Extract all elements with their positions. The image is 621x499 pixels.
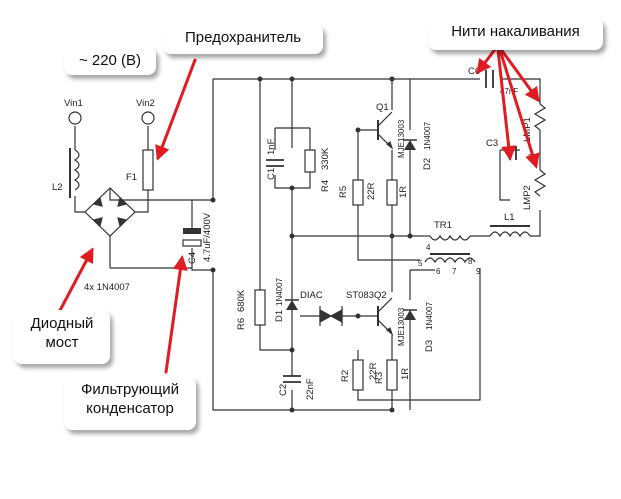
c4-value: 4.7uF/400V bbox=[202, 212, 213, 262]
pin7-label: 7 bbox=[452, 267, 457, 276]
diac: DIAC ST083 bbox=[300, 290, 374, 326]
d2-label: D2 bbox=[422, 158, 433, 170]
capacitor-c4: C4 4.7uF/400V bbox=[182, 212, 213, 264]
vin2-terminal: Vin2 bbox=[136, 98, 155, 125]
c2-value: 22nF bbox=[305, 378, 316, 400]
fuse-text: Предохранитель bbox=[184, 29, 302, 46]
pin4-label: 4 bbox=[426, 243, 431, 252]
pin9-label: 9 bbox=[476, 267, 481, 276]
diode-d1: D1 1N4007 bbox=[274, 277, 299, 322]
filter-text-line2: конденсатор bbox=[86, 400, 174, 417]
filaments-callout: Нити накаливания bbox=[428, 18, 603, 50]
lmp1-label: LMP1 bbox=[522, 117, 533, 142]
junction-dots bbox=[210, 76, 413, 413]
inductor-l2: L2 bbox=[52, 148, 80, 198]
bridge-callout: Диодный мост bbox=[14, 310, 110, 364]
filter-callout: Фильтрующий конденсатор bbox=[64, 376, 196, 430]
c6-value: 47nF bbox=[500, 87, 518, 96]
pin6-label: 6 bbox=[436, 267, 441, 276]
tr1-label: TR1 bbox=[434, 220, 452, 231]
lamp-filament-lmp1: LMP1 bbox=[522, 103, 547, 142]
diode-bridge: 4x 1N4007 bbox=[84, 187, 136, 293]
wires bbox=[74, 78, 541, 411]
voltage-callout: ~ 220 (В) bbox=[64, 47, 156, 75]
diode-d3: D3 1N4007 bbox=[403, 301, 435, 352]
diode-d2: D2 1N4007 bbox=[403, 121, 433, 170]
pin8-label: 8 bbox=[468, 257, 473, 266]
transformer-tr1: TR1 4 5 6 7 8 9 bbox=[418, 220, 481, 276]
arrow-filament-lmp1 bbox=[498, 46, 540, 103]
resistor-r3: R3 1R bbox=[374, 359, 411, 391]
st083-label: ST083 bbox=[346, 290, 374, 301]
c6-label: C6 bbox=[468, 66, 480, 77]
q1-label: Q1 bbox=[376, 102, 389, 113]
r2-value: 22R bbox=[368, 362, 379, 380]
lamp-filament-lmp2: LMP2 bbox=[522, 169, 547, 210]
pin5-label: 5 bbox=[418, 259, 423, 268]
vin2-label: Vin2 bbox=[136, 98, 155, 109]
annotation-arrows bbox=[54, 46, 540, 374]
r2-label: R2 bbox=[340, 370, 351, 382]
c1-value: 1nF bbox=[266, 138, 277, 155]
arrow-filament-lmp2 bbox=[498, 48, 540, 169]
d1-value: 1N4007 bbox=[275, 277, 284, 306]
filaments-text: Нити накаливания bbox=[451, 23, 580, 40]
r6-label: R6 bbox=[236, 318, 247, 330]
r3-label: R3 bbox=[374, 372, 385, 384]
resistor-r1: 1R bbox=[386, 179, 409, 206]
c2-label: C2 bbox=[278, 384, 289, 396]
r3-value: 1R bbox=[400, 368, 411, 380]
vin1-label: Vin1 bbox=[64, 98, 83, 109]
resistor-r5: R5 22R bbox=[338, 179, 377, 206]
voltage-text: ~ 220 (В) bbox=[78, 52, 142, 69]
lmp2-label: LMP2 bbox=[522, 185, 533, 210]
r4-value: 330K bbox=[320, 147, 331, 170]
fuse-callout: Предохранитель bbox=[163, 24, 323, 54]
filter-text-line1: Фильтрующий bbox=[80, 381, 180, 398]
capacitor-c2: C2 22nF bbox=[278, 375, 316, 400]
diac-label: DIAC bbox=[300, 290, 323, 301]
c4-label: C4 bbox=[187, 252, 198, 264]
arrow-bridge bbox=[54, 247, 94, 320]
bridge-text-line1: Диодный bbox=[30, 315, 94, 332]
d3-value: 1N4007 bbox=[425, 301, 434, 330]
r5-value: 22R bbox=[366, 182, 377, 200]
q2-value: MJE13003 bbox=[397, 307, 406, 346]
d3-label: D3 bbox=[424, 340, 435, 352]
resistor-r4: R4 330K bbox=[304, 147, 331, 192]
inductor-l1: L1 bbox=[489, 212, 531, 238]
r4-label: R4 bbox=[320, 180, 331, 192]
arrow-filament-c6 bbox=[476, 46, 498, 75]
transistor-q2: Q2 MJE13003 bbox=[374, 290, 406, 346]
arrow-filter bbox=[164, 255, 188, 374]
l2-label: L2 bbox=[52, 182, 63, 193]
l1-label: L1 bbox=[504, 212, 515, 223]
resistor-r2: R2 22R bbox=[340, 359, 379, 391]
d1-label: D1 bbox=[274, 310, 285, 322]
r5-label: R5 bbox=[338, 186, 349, 198]
arrow-fuse bbox=[155, 58, 197, 161]
bridge-text-line2: мост bbox=[45, 334, 79, 351]
c3-label: C3 bbox=[486, 138, 498, 149]
d2-value: 1N4007 bbox=[423, 121, 432, 150]
c1-label: C1 bbox=[266, 168, 277, 180]
f1-label: F1 bbox=[126, 172, 137, 183]
r1-label: 1R bbox=[398, 186, 409, 198]
transistor-q1: Q1 MJE13003 bbox=[376, 102, 406, 158]
vin1-terminal: Vin1 bbox=[64, 98, 83, 125]
q2-label: Q2 bbox=[374, 290, 387, 301]
arrow-filament-c3 bbox=[496, 48, 517, 161]
bridge-label: 4x 1N4007 bbox=[84, 282, 130, 293]
capacitor-c1: C1 1nF bbox=[266, 138, 284, 180]
fuse-f1: F1 bbox=[126, 149, 154, 191]
r6-value: 680K bbox=[236, 289, 247, 312]
resistor-r6: R6 680K bbox=[236, 289, 266, 330]
q1-value: MJE13003 bbox=[397, 119, 406, 158]
